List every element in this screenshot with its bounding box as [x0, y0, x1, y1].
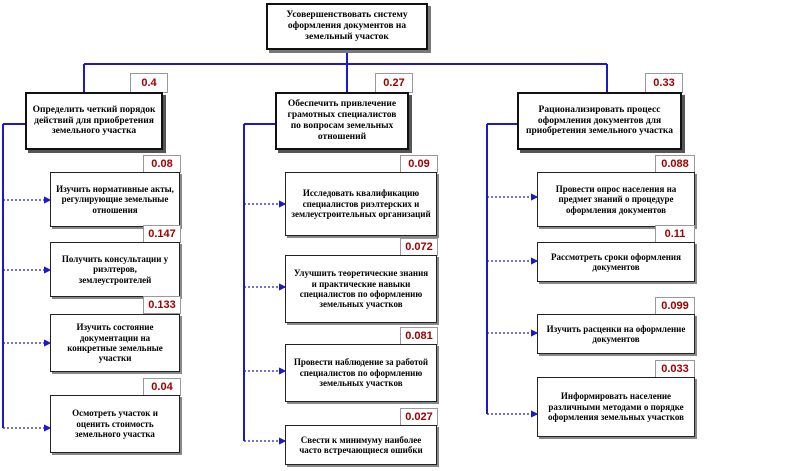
- task-weight-2-4: 0.027: [400, 408, 438, 426]
- task-text-1-2: Получить консультации у риэлтеров, земле…: [61, 253, 169, 285]
- branch-goal-text-2: Обеспечить привлечение грамотных специал…: [287, 99, 397, 142]
- task-text-1-1: Изучить нормативные акты, регулирующие з…: [56, 183, 174, 215]
- task-text-3-1: Провести опрос населения на предмет знан…: [555, 183, 677, 215]
- branch-goal-box-1: Определить четкий порядок действий для п…: [25, 92, 163, 150]
- task-weight-1-2: 0.147: [143, 225, 181, 243]
- task-box-3-4: Информировать население различными метод…: [537, 377, 695, 437]
- task-text-1-3: Изучить состояние документации на конкре…: [67, 322, 163, 364]
- task-box-1-2: Получить консультации у риэлтеров, земле…: [50, 242, 180, 297]
- branch-goal-box-2: Обеспечить привлечение грамотных специал…: [275, 92, 409, 150]
- task-box-1-3: Изучить состояние документации на конкре…: [50, 314, 180, 372]
- root-goal-box: Усовершенствовать систему оформления док…: [266, 3, 428, 50]
- task-box-2-3: Провести наблюдение за работой специалис…: [285, 344, 437, 402]
- task-weight-2-3: 0.081: [400, 327, 438, 345]
- task-weight-1-3: 0.133: [143, 296, 181, 314]
- task-weight-3-1: 0.088: [655, 155, 695, 173]
- task-box-1-4: Осмотреть участок и оценить стоимость зе…: [50, 395, 180, 453]
- branch-weight-2: 0.27: [375, 73, 413, 93]
- task-text-3-3: Изучить расценки на оформление документо…: [546, 323, 686, 344]
- branch-weight-3: 0.33: [645, 73, 683, 93]
- task-box-2-4: Свести к минимуму наиболее часто встреча…: [285, 425, 437, 465]
- task-box-3-1: Провести опрос населения на предмет знан…: [537, 172, 695, 227]
- branch-goal-text-3: Рационализировать процесс оформления док…: [526, 104, 673, 137]
- task-text-3-2: Рассмотреть сроки оформления документов: [551, 251, 681, 272]
- task-weight-1-4: 0.04: [143, 378, 181, 396]
- task-box-2-2: Улучшить теоретические знания и практиче…: [285, 255, 437, 323]
- task-weight-2-1: 0.09: [400, 155, 438, 173]
- task-text-2-4: Свести к минимуму наиболее часто встреча…: [299, 434, 423, 455]
- task-box-3-2: Рассмотреть сроки оформления документов: [537, 242, 695, 282]
- task-text-1-4: Осмотреть участок и оценить стоимость зе…: [72, 408, 158, 440]
- task-weight-2-2: 0.072: [400, 238, 438, 256]
- task-text-3-4: Информировать население различными метод…: [548, 391, 684, 423]
- task-text-2-2: Улучшить теоретические знания и практиче…: [293, 268, 429, 310]
- task-box-3-3: Изучить расценки на оформление документо…: [537, 314, 695, 354]
- task-box-2-1: Исследовать квалификацию специалистов ри…: [285, 172, 437, 236]
- task-weight-1-1: 0.08: [143, 155, 181, 173]
- branch-goal-box-3: Рационализировать процесс оформления док…: [517, 92, 682, 150]
- task-text-2-1: Исследовать квалификацию специалистов ри…: [291, 188, 431, 220]
- task-weight-3-2: 0.11: [655, 225, 695, 243]
- task-weight-3-4: 0.033: [655, 360, 695, 378]
- branch-goal-text-1: Определить четкий порядок действий для п…: [32, 104, 156, 137]
- root-goal-text: Усовершенствовать систему оформления док…: [286, 10, 408, 42]
- task-weight-3-3: 0.099: [655, 297, 695, 315]
- branch-weight-1: 0.4: [130, 73, 168, 93]
- task-box-1-1: Изучить нормативные акты, регулирующие з…: [50, 172, 180, 227]
- task-text-2-3: Провести наблюдение за работой специалис…: [293, 357, 429, 389]
